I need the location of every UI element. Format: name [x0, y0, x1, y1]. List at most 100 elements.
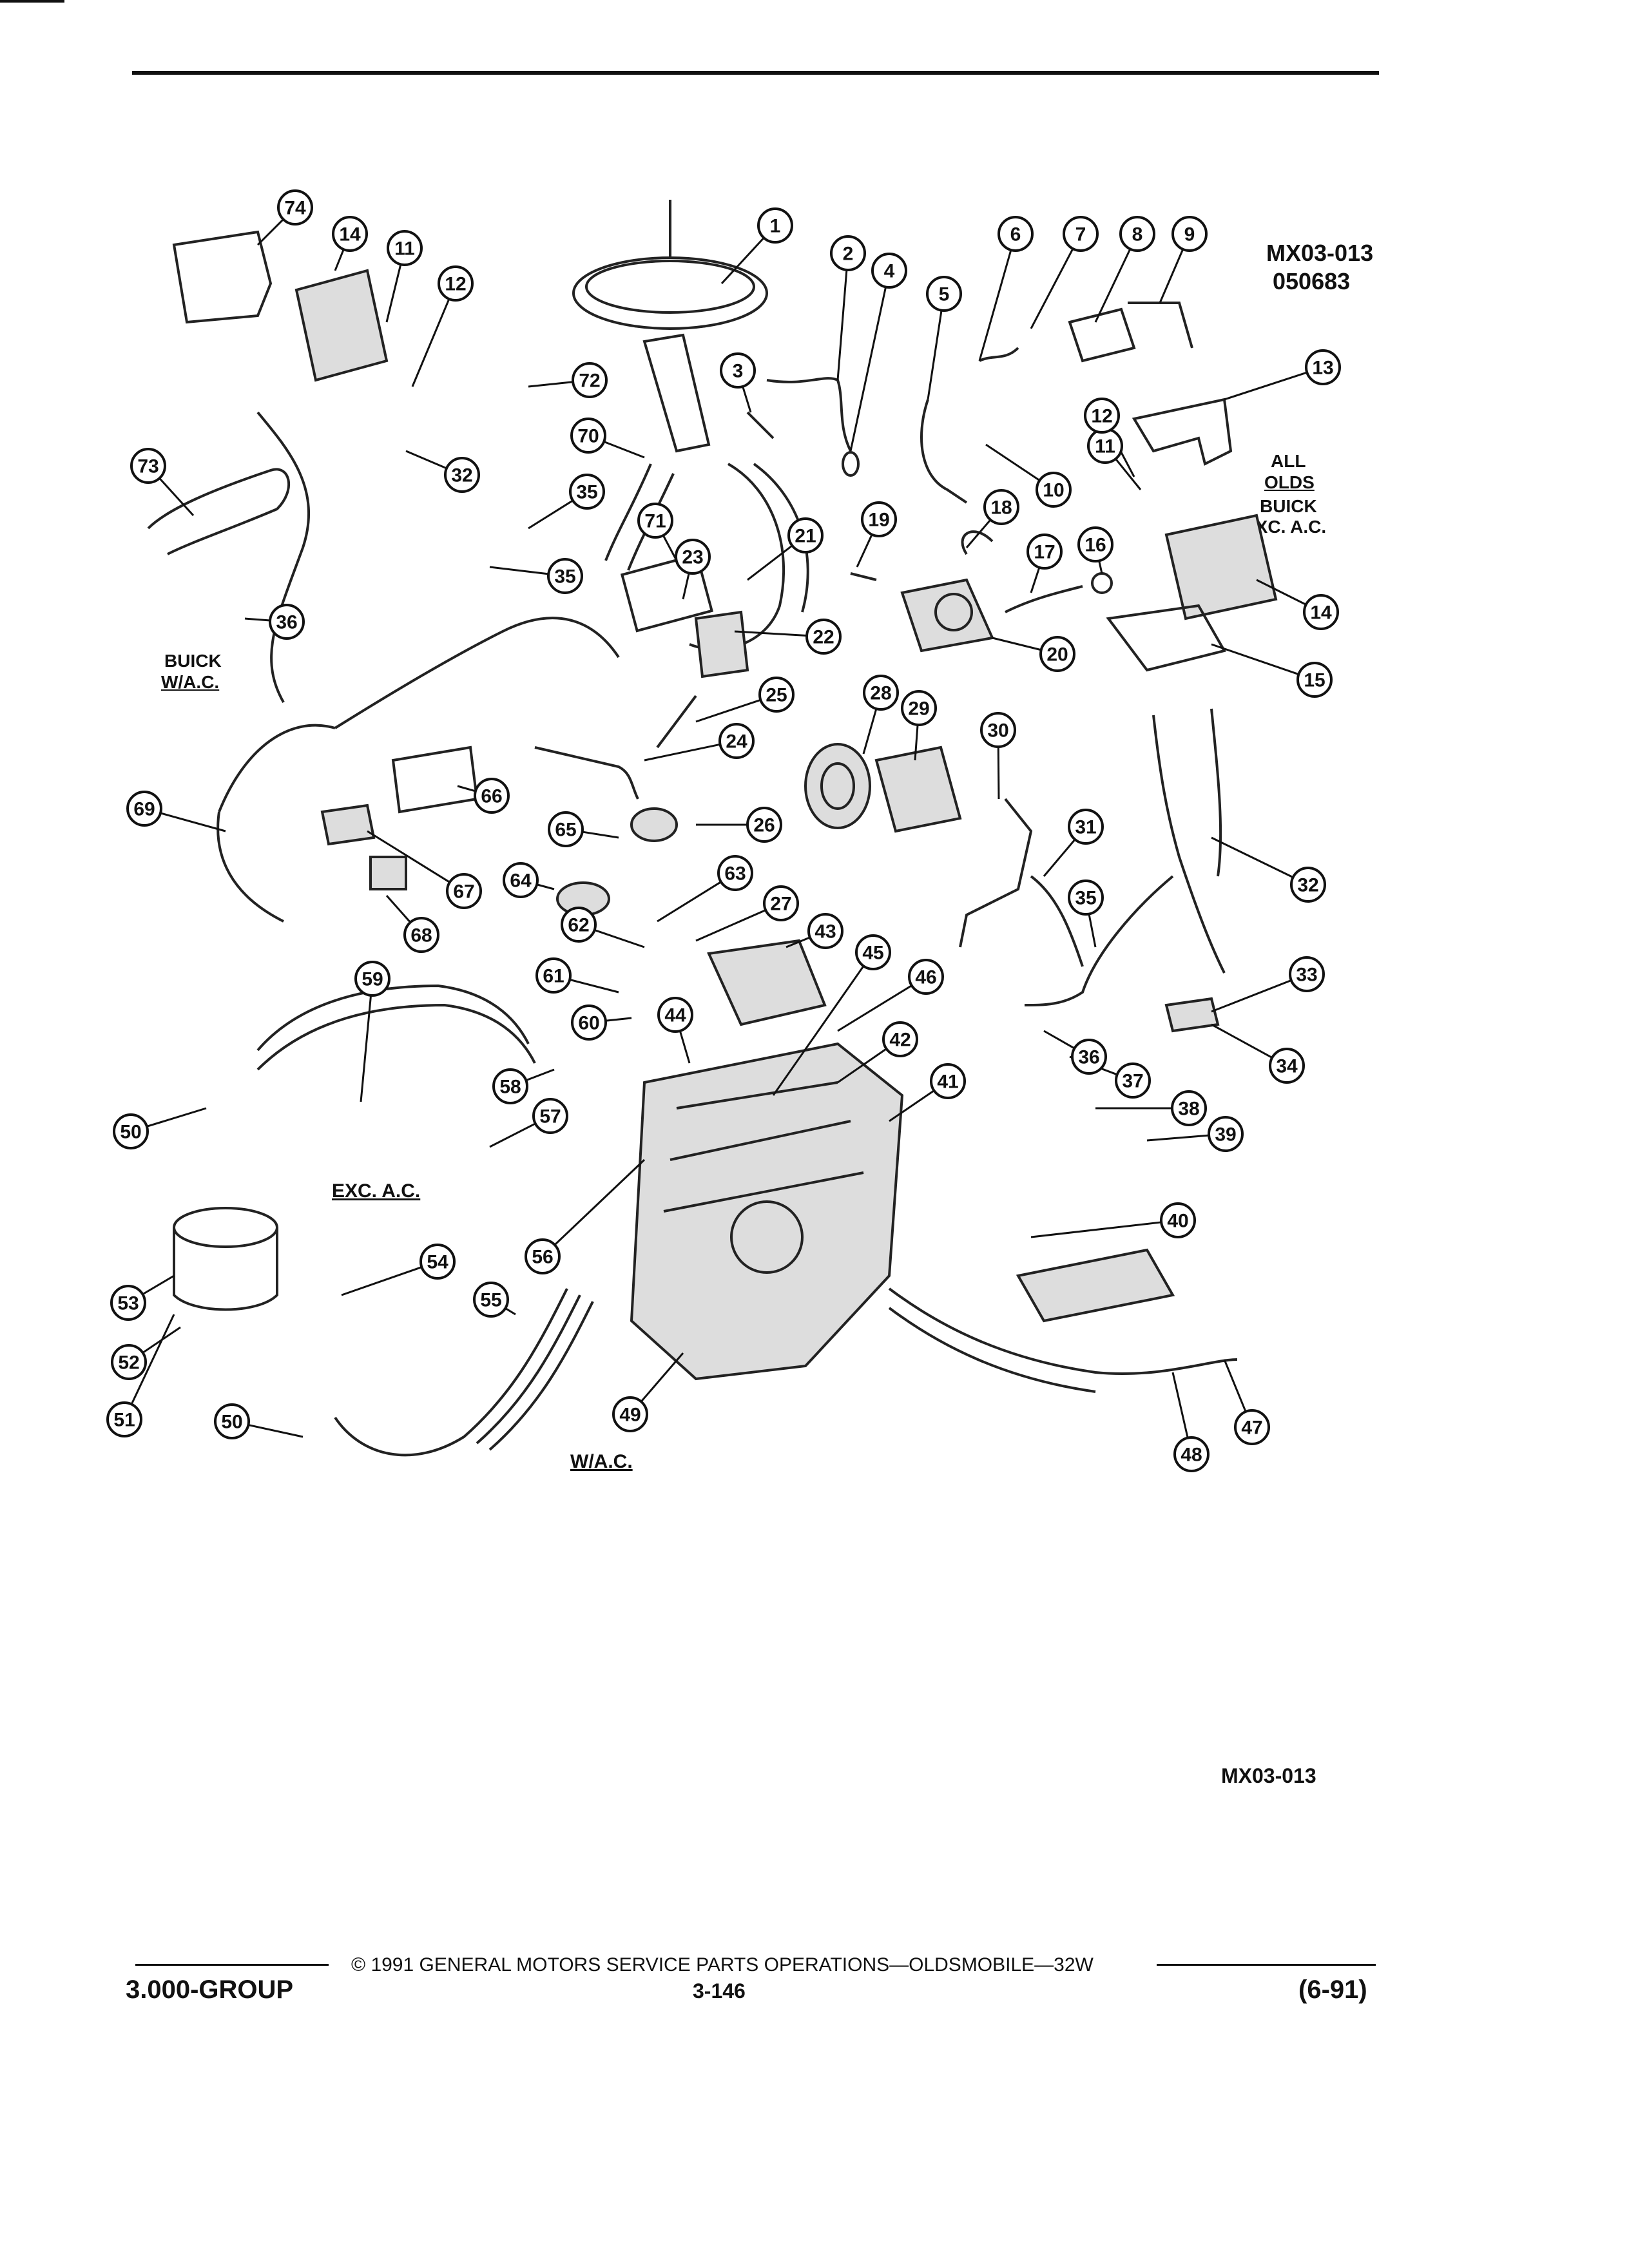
callout-59: 59: [354, 961, 390, 997]
pulley-28: [804, 743, 871, 829]
leader-line-4: [849, 287, 887, 452]
harness-59: [256, 984, 530, 1052]
callout-number: 7: [1075, 224, 1086, 245]
footer-date: (6-91): [1298, 1975, 1367, 2004]
callout-circle: [214, 1403, 250, 1439]
label-buick: BUICK: [1260, 496, 1317, 516]
callout-58: 58: [492, 1068, 528, 1104]
callout-number: 58: [499, 1077, 521, 1098]
callout-number: 9: [1184, 224, 1195, 245]
callout-42: 42: [882, 1021, 918, 1057]
callout-circle: [1160, 1202, 1196, 1238]
callout-27: 27: [763, 885, 799, 921]
callout-circle: [717, 855, 753, 891]
callout-62: 62: [561, 907, 597, 943]
bracket-66: [391, 745, 479, 814]
leader-line-20: [992, 637, 1042, 651]
callout-circle: [718, 723, 755, 759]
callout-circle: [930, 1063, 966, 1099]
callout-32: 32: [444, 457, 480, 493]
callout-36: 36: [269, 604, 305, 640]
callout-number: 49: [619, 1405, 641, 1426]
leader-line-48: [1171, 1372, 1189, 1438]
callout-63: 63: [717, 855, 753, 891]
leader-line-47: [1223, 1359, 1247, 1412]
callout-number: 35: [554, 566, 575, 588]
hose-70: [604, 463, 652, 561]
callout-number: 46: [915, 967, 936, 988]
callout-number: 8: [1132, 224, 1143, 245]
callout-37: 37: [1115, 1062, 1151, 1099]
leader-line-29: [914, 724, 919, 761]
callout-number: 59: [361, 969, 383, 990]
callout-number: 12: [445, 274, 466, 295]
callout-15: 15: [1296, 662, 1333, 698]
leader-line-69: [160, 812, 226, 832]
leader-line-1: [720, 237, 765, 285]
footer-group: 3.000-GROUP: [126, 1975, 294, 2004]
callout-23: 23: [675, 539, 711, 575]
callout-number: 47: [1241, 1418, 1262, 1439]
callout-50: 50: [113, 1113, 149, 1149]
callout-circle: [637, 503, 673, 539]
callout-circle: [1027, 533, 1063, 570]
callout-circle: [805, 619, 842, 655]
bracket-30: [959, 798, 1033, 948]
callout-circle: [571, 1004, 607, 1041]
callout-70: 70: [570, 418, 606, 454]
canister-53: [173, 1207, 278, 1248]
callout-52: 52: [111, 1344, 147, 1380]
top-rule: [132, 71, 1379, 75]
callout-number: 50: [221, 1412, 242, 1433]
carburetor-43: [707, 939, 827, 1026]
callout-13: 13: [1305, 349, 1341, 385]
footer-copyright: © 1991 GENERAL MOTORS SERVICE PARTS OPER…: [351, 1954, 1094, 1975]
leader-line-70: [603, 441, 645, 459]
footer-page: 3-146: [693, 1979, 746, 2003]
callout-number: 1: [770, 216, 781, 237]
callout-circle: [830, 235, 866, 271]
leader-line-6: [978, 249, 1012, 361]
label-exc-ac: EXC. A.C.: [332, 1180, 421, 1202]
callout-45: 45: [855, 934, 891, 970]
callout-number: 74: [284, 198, 306, 219]
callout-circle: [572, 362, 608, 398]
callout-circle: [277, 189, 313, 226]
callout-circle: [387, 230, 423, 266]
adapter-22: [694, 610, 749, 678]
leader-line-11: [385, 264, 402, 323]
callout-number: 63: [724, 863, 746, 885]
callout-number: 6: [1010, 224, 1021, 245]
callout-number: 44: [664, 1005, 686, 1026]
callout-number: 32: [451, 465, 472, 486]
callout-number: 51: [113, 1410, 135, 1431]
leader-line-44: [679, 1030, 691, 1064]
callout-number: 28: [870, 683, 891, 704]
callout-circle: [446, 873, 482, 909]
header-ref-code: MX03-013: [1266, 240, 1374, 266]
callout-circle: [569, 474, 605, 510]
callout-number: 16: [1084, 535, 1106, 556]
callout-number: 65: [555, 820, 576, 841]
callout-circle: [419, 1244, 456, 1280]
leader-line-46: [837, 985, 912, 1032]
callout-11: 11: [387, 230, 423, 266]
leader-line-36: [244, 617, 271, 622]
callout-circle: [1036, 472, 1072, 508]
callout-56: 56: [525, 1238, 561, 1274]
callout-34: 34: [1269, 1048, 1305, 1084]
callout-54: 54: [419, 1244, 456, 1280]
callout-number: 53: [117, 1293, 139, 1314]
callout-circle: [882, 1021, 918, 1057]
callout-number: 34: [1276, 1056, 1298, 1077]
callout-number: 12: [1091, 406, 1112, 427]
callout-39: 39: [1208, 1116, 1244, 1152]
callout-number: 31: [1075, 817, 1096, 838]
label-w-ac: W/A.C.: [570, 1451, 633, 1472]
callout-number: 68: [410, 925, 432, 947]
callout-number: 11: [1095, 436, 1115, 457]
leader-line-67: [367, 830, 450, 883]
leader-line-3: [742, 386, 752, 413]
sensor-5: [920, 399, 968, 504]
